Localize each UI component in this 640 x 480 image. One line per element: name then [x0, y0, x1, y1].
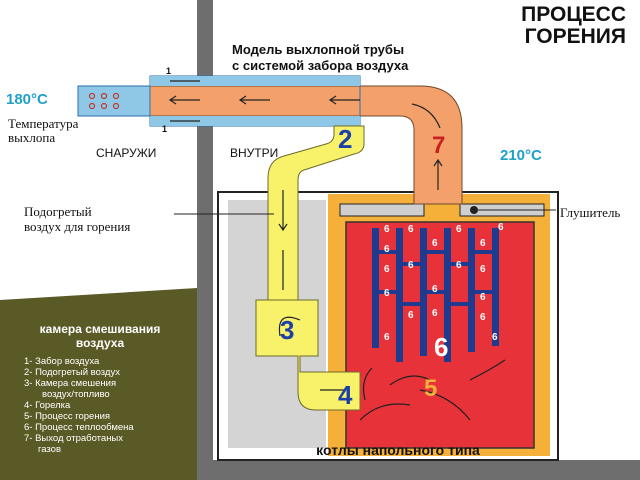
svg-text:6: 6 [480, 292, 486, 303]
pipe-model-caption: Модель выхлопной трубы с системой забора… [232, 42, 408, 74]
svg-text:6: 6 [432, 308, 438, 319]
boiler-lower-gray-area [197, 460, 640, 480]
exhaust-out-temperature: 180°C [6, 91, 48, 108]
svg-text:6: 6 [408, 260, 414, 271]
silencer-damper [470, 206, 478, 214]
exhaust-temperature-label: Температура выхлопа [8, 117, 78, 145]
exhaust-temperature-line-1: Температура [8, 116, 79, 131]
svg-text:6: 6 [408, 310, 414, 321]
stage-number-6: 6 [434, 332, 449, 362]
title-line-1: ПРОЦЕСС [521, 3, 626, 26]
svg-text:6: 6 [480, 312, 486, 323]
preheated-air-line-2: воздух для горения [24, 219, 131, 234]
legend-item: 2- Подогретый воздух [24, 367, 120, 378]
mixing-chamber-title: камера смешивания воздуха [4, 322, 196, 350]
pipe-model-line-2: с системой забора воздуха [232, 58, 409, 73]
legend-item: 1- Забор воздуха [24, 356, 100, 367]
exhaust-temperature-line-2: выхлопа [8, 130, 56, 145]
silencer-label: Глушитель [560, 205, 621, 220]
preheated-air-label: Подогретый воздух для горения [24, 204, 130, 234]
svg-text:6: 6 [456, 224, 462, 235]
gray-divider-band [197, 0, 213, 480]
exhaust-pipe [149, 85, 463, 205]
air-intake-pipe-bottom [150, 116, 360, 126]
mixing-chamber-duct [255, 299, 361, 411]
stage-number-3: 3 [280, 315, 295, 345]
svg-text:6: 6 [432, 284, 438, 295]
flame-arrows [359, 359, 506, 421]
boiler-type-label: котлы напольного типа [316, 442, 480, 458]
svg-text:6: 6 [456, 260, 462, 271]
svg-text:6: 6 [492, 332, 498, 343]
pipe-tick-top: 1 [166, 66, 172, 76]
title-line-2: ГОРЕНИЯ [524, 25, 626, 48]
stage-number-2: 2 [338, 124, 353, 154]
svg-text:6: 6 [384, 224, 390, 235]
legend-list: 1- Забор воздуха 2- Подогретый воздух 3-… [24, 356, 134, 455]
legend-item: 6- Процесс теплообмена [24, 422, 134, 433]
legend-item: 4- Горелка [24, 400, 71, 411]
svg-text:6: 6 [498, 222, 504, 233]
stage-number-5: 5 [424, 375, 438, 402]
flue-gas-temperature: 210°C [500, 147, 542, 164]
mixing-chamber-title-line-1: камера смешивания [39, 322, 161, 336]
air-flow-arrows [278, 190, 345, 391]
stage-number-7: 7 [432, 132, 446, 159]
legend-item: 7- Выход отработаных [24, 433, 124, 444]
inside-label: ВНУТРИ [230, 146, 279, 160]
svg-text:6: 6 [384, 288, 390, 299]
silencer-plate-left [339, 203, 425, 217]
svg-text:6: 6 [480, 264, 486, 275]
legend-item: воздух/топливо [42, 389, 110, 400]
preheated-air-line-1: Подогретый [24, 204, 92, 219]
heat-exchanger-tubes [372, 228, 499, 362]
exhaust-flow-arrows [168, 80, 443, 190]
air-intake-pipe-top [150, 76, 360, 86]
pipe-tick-bottom: 1 [162, 124, 168, 134]
legend-item: 5- Процесс горения [24, 411, 111, 422]
exhaust-outlet-cap [77, 85, 151, 117]
svg-text:6: 6 [408, 224, 414, 235]
pipe-model-line-1: Модель выхлопной трубы [232, 42, 405, 57]
outside-label: СНАРУЖИ [96, 146, 157, 160]
exhaust-outlet-holes [88, 92, 120, 110]
svg-text:6: 6 [384, 332, 390, 343]
svg-text:6: 6 [384, 244, 390, 255]
svg-text:6: 6 [384, 264, 390, 275]
diagram-title: ПРОЦЕСС ГОРЕНИЯ [521, 4, 626, 48]
stage-number-4: 4 [338, 380, 353, 410]
legend-item: 3- Камера смешения [24, 378, 117, 389]
svg-text:6: 6 [480, 238, 486, 249]
legend-item: газов [38, 444, 62, 455]
mixing-chamber-title-line-2: воздуха [75, 336, 125, 350]
svg-text:6: 6 [432, 238, 438, 249]
legend-olive-panel [0, 288, 197, 480]
